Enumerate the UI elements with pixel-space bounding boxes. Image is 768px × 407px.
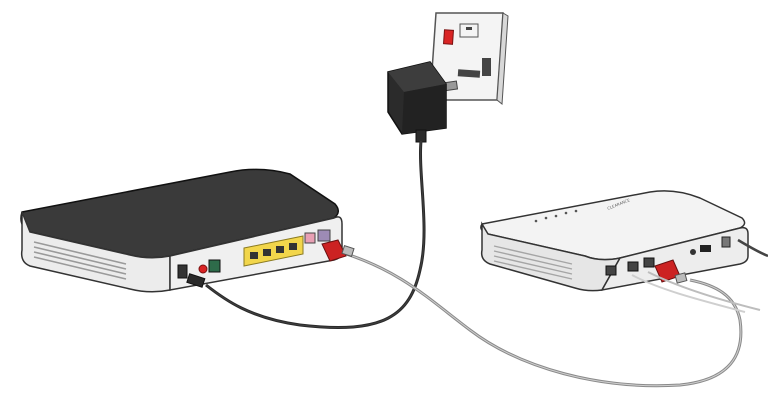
router-vents [33, 241, 127, 280]
modem-cable-2 [647, 271, 761, 311]
modem-switch [700, 245, 711, 252]
modem-icon: CLEARANCE [480, 190, 749, 292]
modem-ethernet-plug-icon [654, 259, 688, 284]
modem-cable-1 [631, 274, 746, 313]
wall-socket-icon [429, 12, 509, 105]
modem-port-1 [605, 265, 617, 276]
power-plug-icon [186, 273, 206, 288]
modem-port-2 [627, 261, 639, 272]
modem-port-rear [721, 236, 731, 248]
power-jack-icon [177, 264, 188, 279]
modem-port-3 [643, 257, 655, 268]
phone-port-icon [208, 259, 221, 273]
dsl-port-icon [317, 229, 331, 242]
modem-power-jack [690, 249, 696, 255]
modem-cable-rear [737, 238, 768, 258]
power-adapter-icon [387, 61, 459, 143]
reset-button-icon [198, 264, 208, 274]
router-icon [20, 168, 343, 293]
lan-ports-icon [243, 235, 304, 267]
switch-red-icon [442, 29, 455, 45]
ethernet-plug-icon [321, 239, 355, 262]
wan-port-icon [304, 232, 316, 244]
